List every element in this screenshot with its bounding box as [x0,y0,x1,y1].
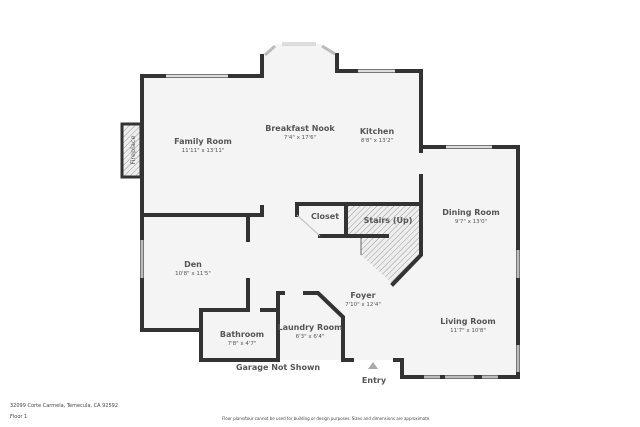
foyer-dims: 7'10" x 12'4" [345,302,381,308]
family-room-dims: 11'11" x 13'11" [182,148,225,154]
family-room-name: Family Room [174,137,232,146]
disclaimer: Floor plans/tour cannot be used for buil… [222,416,431,421]
kitchen-name: Kitchen [360,127,395,136]
laundry-room-dims: 6'3" x 6'4" [296,334,325,340]
breakfast-nook-dims: 7'4" x 17'6" [284,135,316,141]
floor-area [142,44,518,377]
laundry-room-name: Laundry Room [277,323,342,332]
stairs [346,204,420,284]
garage-label: Garage Not Shown [236,363,320,372]
breakfast-nook-name: Breakfast Nook [265,124,335,133]
living-room-name: Living Room [440,317,496,326]
stairs-name: Stairs (Up) [364,216,413,225]
entry-arrow-icon [368,362,378,369]
bathroom-name: Bathroom [220,330,264,339]
dining-room-dims: 9'7" x 13'0" [455,219,487,225]
closet-name: Closet [311,212,339,221]
bathroom-dims: 7'8" x 4'7" [228,341,257,347]
address: 32099 Corte Carmela, Temecula, CA 92592 [10,403,119,409]
den-name: Den [184,260,202,269]
kitchen-dims: 8'8" x 13'2" [361,138,393,144]
windows [140,42,520,379]
foyer-name: Foyer [350,291,375,300]
den-dims: 10'8" x 11'5" [175,271,211,277]
living-room-dims: 11'7" x 10'8" [450,328,486,334]
fireplace-label: Fireplace [129,135,137,164]
dining-room-name: Dining Room [442,208,500,217]
floor-label: Floor 1 [10,414,28,420]
room-labels: Family Room 11'11" x 13'11" Breakfast No… [129,124,500,385]
entry-label: Entry [362,376,387,385]
